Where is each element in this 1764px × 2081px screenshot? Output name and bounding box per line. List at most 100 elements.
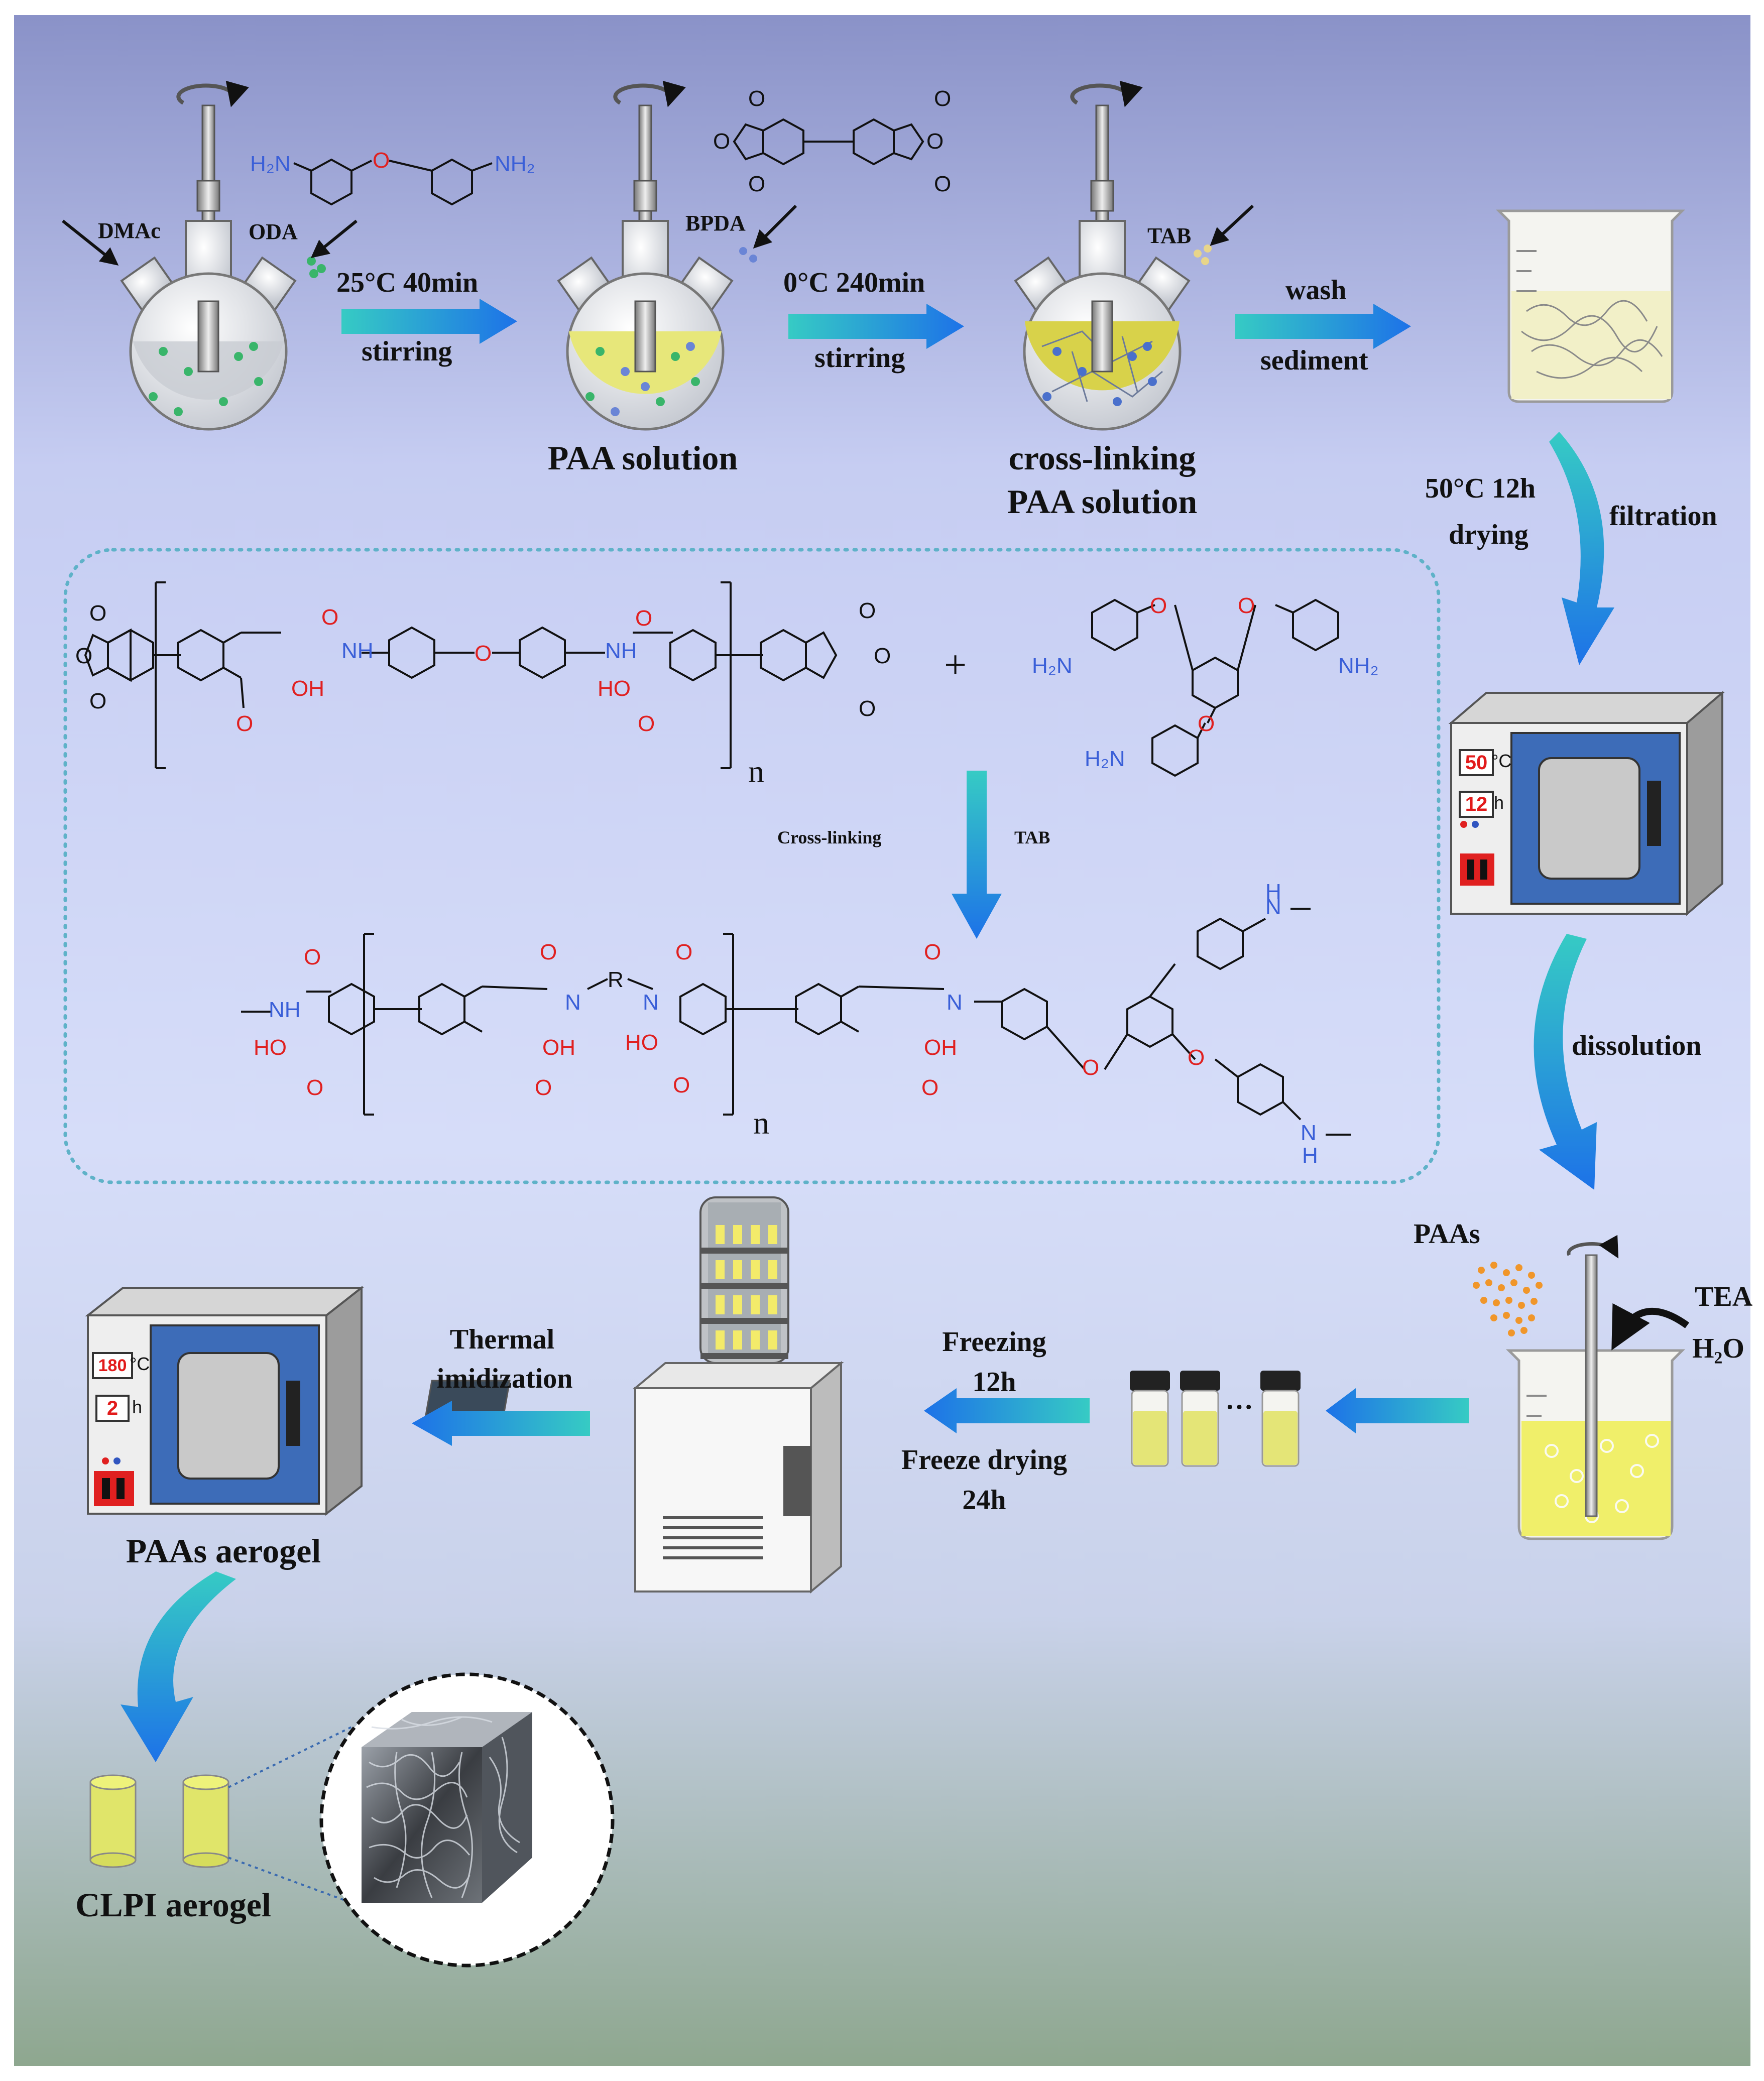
paas-particles-label: PAAs — [1414, 1218, 1480, 1250]
prod-oh: OH — [542, 1035, 575, 1060]
reagent-oda: ODA — [249, 219, 298, 244]
crosslink-label-2: PAA solution — [1007, 482, 1198, 521]
beaker-sediment — [1495, 209, 1686, 403]
paa-o: O — [638, 711, 655, 736]
freezing-time: 12h — [972, 1367, 1016, 1398]
step2-action: stirring — [814, 342, 905, 374]
oven1-temp-display: 50 — [1459, 749, 1494, 776]
reaction-box — [63, 548, 1441, 1184]
tab-o: O — [1150, 593, 1167, 618]
tab-arrow-label: TAB — [1014, 827, 1050, 847]
crosslinked-structure — [241, 908, 1351, 1136]
dissolution-label: dissolution — [1572, 1030, 1702, 1061]
oven1-temp-unit: °C — [1491, 751, 1512, 771]
tab-structure — [1091, 598, 1339, 777]
thermal-label: Thermal — [449, 1324, 555, 1355]
paas-aerogel-label: PAAs aerogel — [126, 1532, 321, 1570]
freeze-drying-label: Freeze drying — [901, 1444, 1068, 1476]
prod-o: O — [1082, 1055, 1100, 1080]
paa-solution-label: PAA solution — [547, 439, 738, 477]
paa-o: O — [635, 606, 653, 631]
tab-nh2: NH₂ — [1338, 654, 1379, 678]
step3-wash: wash — [1285, 275, 1347, 306]
prod-n: N — [565, 990, 581, 1015]
clpi-aerogel-label: CLPI aerogel — [75, 1886, 271, 1924]
oven2-temp-display: 180 — [92, 1352, 133, 1379]
paa-o: O — [321, 605, 339, 630]
paa-o: O — [89, 689, 107, 713]
flask-3 — [1014, 80, 1254, 431]
oven2-temp-unit: °C — [130, 1354, 150, 1374]
paa-oh: OH — [291, 676, 324, 701]
prod-nh: NH — [269, 998, 301, 1022]
prod-o: O — [673, 1073, 690, 1097]
tab-o: O — [1198, 711, 1215, 736]
prod-n: N — [1301, 1121, 1317, 1145]
vials-ellipsis: ··· — [1225, 1392, 1254, 1423]
plus-sign: + — [944, 643, 967, 687]
step1-condition: 25°C 40min — [336, 267, 479, 298]
arrow-to-clpi — [121, 1571, 236, 1762]
paa-o: O — [859, 696, 876, 721]
prod-o: O — [675, 940, 693, 964]
repeat-n-2: n — [753, 1105, 769, 1141]
oven1-time-display: 12 — [1459, 791, 1494, 818]
drying-condition: 50°C 12h — [1425, 473, 1536, 504]
prod-o: O — [535, 1075, 552, 1100]
flask-1 — [62, 80, 358, 431]
prod-o: O — [540, 940, 557, 964]
arrow-crosslinking — [952, 771, 1002, 939]
paa-o: O — [859, 598, 876, 623]
reagent-bpda: BPDA — [685, 211, 746, 235]
imidization-label: imidization — [436, 1363, 573, 1394]
paa-nh: NH — [605, 639, 637, 663]
paa-o: O — [75, 644, 93, 668]
background-panel — [14, 15, 1750, 2066]
prod-r: R — [608, 967, 624, 992]
tab-h2n: H₂N — [1032, 654, 1073, 678]
paa-nh: NH — [341, 639, 374, 663]
prod-ho: HO — [625, 1030, 658, 1055]
rotation-icon — [176, 80, 249, 107]
oda-o-label: O — [373, 148, 390, 173]
paa-o: O — [475, 641, 492, 666]
crosslink-label-1: cross-linking — [1008, 439, 1196, 477]
step1-action: stirring — [362, 336, 452, 367]
paa-ho: HO — [598, 676, 631, 701]
h2o-label: H₂O — [1692, 1333, 1744, 1364]
step2-condition: 0°C 240min — [783, 267, 925, 298]
oda-nh2-label: NH₂ — [495, 152, 535, 176]
arrow-step1 — [341, 299, 517, 344]
oda-h2n-label: H₂N — [250, 152, 291, 176]
paa-o: O — [236, 711, 254, 736]
drying-label: drying — [1449, 519, 1528, 550]
prod-oh: OH — [924, 1035, 957, 1060]
step3-sediment: sediment — [1260, 345, 1368, 376]
bpda-o-label: O — [748, 172, 766, 196]
reagent-dmac: DMAc — [98, 218, 161, 243]
arrow-thermal — [412, 1401, 590, 1446]
filtration-label: filtration — [1609, 501, 1717, 532]
paa-structure — [84, 581, 838, 769]
arrow-to-vials — [1326, 1388, 1469, 1433]
prod-o: O — [304, 945, 321, 969]
beaker-dissolution — [1505, 1235, 1690, 1540]
prod-o: O — [1188, 1045, 1205, 1070]
reagent-tab: TAB — [1147, 223, 1192, 248]
bpda-structure — [733, 118, 924, 166]
prod-n: N — [947, 990, 963, 1015]
prod-h: H — [1302, 1143, 1318, 1168]
paa-o: O — [89, 601, 107, 626]
tea-label: TEA — [1695, 1281, 1753, 1312]
sem-magnifier — [319, 1672, 615, 1968]
oven2-time-unit: h — [132, 1397, 143, 1417]
bpda-o-label: O — [713, 129, 731, 154]
prod-o: O — [921, 1075, 939, 1100]
vials — [1130, 1371, 1301, 1467]
rotation-icon — [1070, 80, 1143, 107]
freezing-label: Freezing — [942, 1326, 1046, 1358]
flask-2 — [557, 80, 797, 431]
arrow-dissolution — [1534, 934, 1597, 1190]
